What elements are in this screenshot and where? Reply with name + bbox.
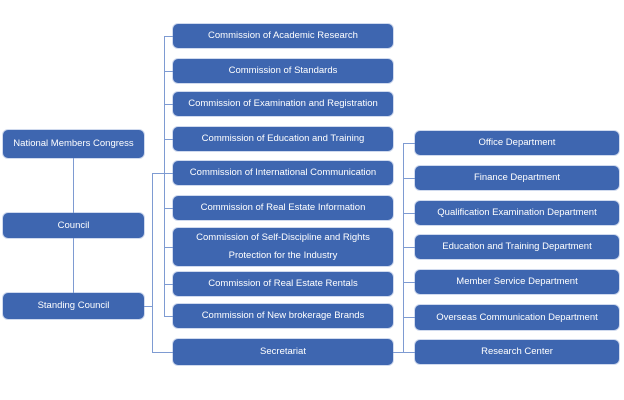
connector-line: [164, 316, 173, 317]
connector-line: [152, 352, 173, 353]
node-commission-new-brokerage-brands: Commission of New brokerage Brands: [173, 304, 393, 328]
connector-line: [164, 36, 173, 37]
connector-line: [403, 247, 415, 248]
node-commission-examination-registration: Commission of Examination and Registrati…: [173, 92, 393, 116]
node-secretariat: Secretariat: [173, 339, 393, 365]
node-commission-academic-research: Commission of Academic Research: [173, 24, 393, 48]
node-overseas-communication-department: Overseas Communication Department: [415, 305, 619, 330]
connector-line: [152, 173, 153, 352]
connector-line: [164, 247, 173, 248]
node-office-department: Office Department: [415, 131, 619, 155]
node-qualification-examination-department: Qualification Examination Department: [415, 201, 619, 225]
connector-line: [403, 178, 415, 179]
connector-line: [152, 173, 173, 174]
node-research-center: Research Center: [415, 340, 619, 364]
connector-line: [164, 208, 173, 209]
connector-line: [403, 213, 415, 214]
node-national-members-congress: National Members Congress: [3, 130, 144, 158]
node-standing-council: Standing Council: [3, 293, 144, 319]
node-member-service-department: Member Service Department: [415, 270, 619, 294]
connector-line: [393, 352, 415, 353]
connector-line: [164, 139, 173, 140]
connector-line: [403, 282, 415, 283]
connector-line: [403, 143, 415, 144]
node-commission-education-training: Commission of Education and Training: [173, 127, 393, 151]
connector-line: [164, 104, 173, 105]
node-council: Council: [3, 213, 144, 238]
node-commission-standards: Commission of Standards: [173, 59, 393, 83]
connector-line: [144, 306, 152, 307]
node-education-training-department: Education and Training Department: [415, 235, 619, 259]
connector-line: [73, 238, 74, 293]
node-finance-department: Finance Department: [415, 166, 619, 190]
connector-line: [73, 158, 74, 213]
node-commission-real-estate-rentals: Commission of Real Estate Rentals: [173, 272, 393, 296]
node-commission-real-estate-information: Commission of Real Estate Information: [173, 196, 393, 220]
node-commission-self-discipline-rights-protection: Commission of Self-Discipline and Rights…: [173, 228, 393, 266]
connector-line: [164, 71, 173, 72]
connector-line: [164, 284, 173, 285]
connector-line: [164, 36, 165, 316]
connector-line: [403, 317, 415, 318]
node-commission-international-communication: Commission of International Communicatio…: [173, 161, 393, 185]
